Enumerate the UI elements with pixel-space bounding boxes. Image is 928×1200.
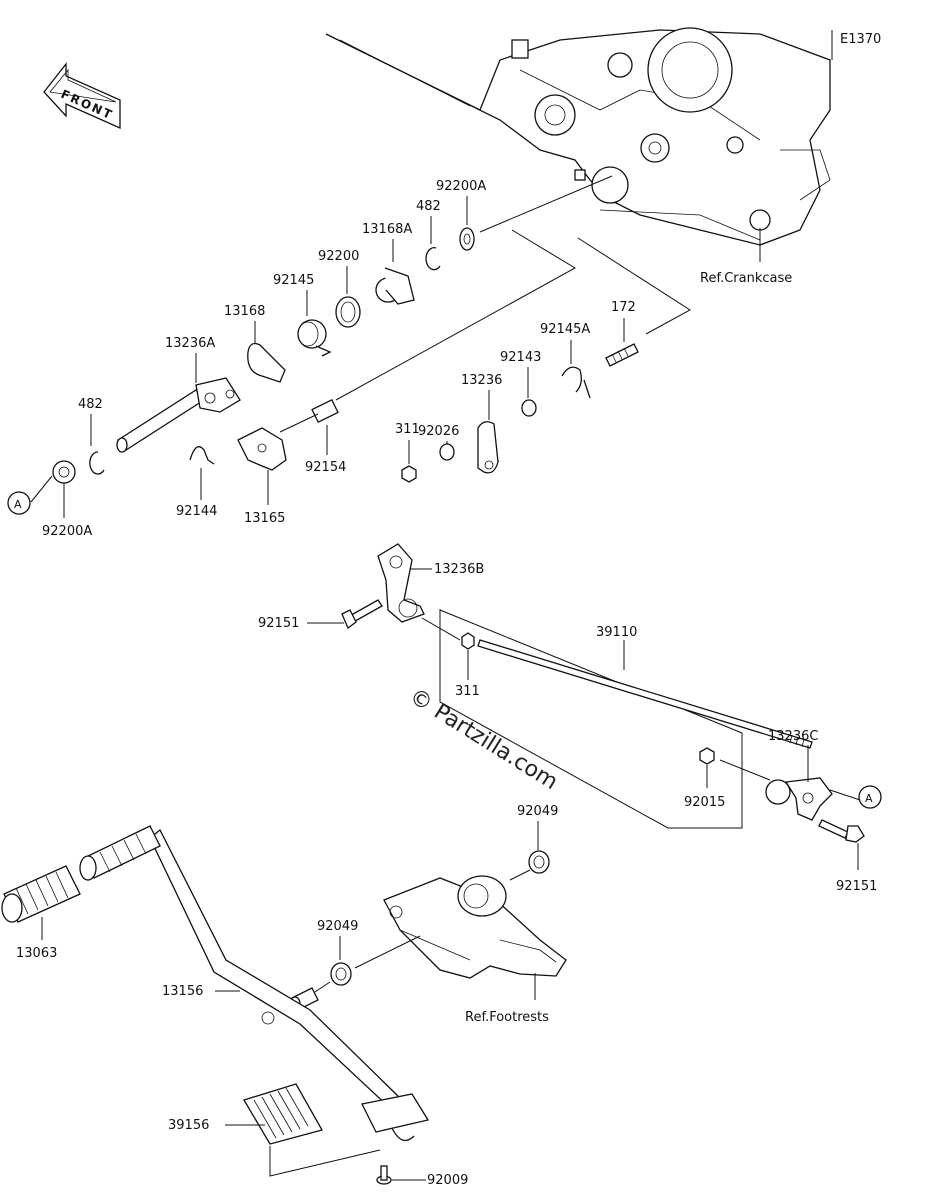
label-13168: 13168	[224, 304, 265, 319]
label-39110: 39110	[596, 625, 637, 640]
ref-footrests-label: Ref.Footrests	[465, 1010, 549, 1025]
diagram-id: E1370	[840, 32, 881, 47]
label-92200: 92200	[318, 249, 359, 264]
label-311-mid: 311	[455, 684, 480, 699]
watermark: © Partzilla.com	[405, 684, 562, 795]
marker-a-right	[858, 785, 882, 809]
part-13168A	[375, 267, 415, 305]
spring-92144	[189, 446, 215, 465]
label-92144: 92144	[176, 504, 217, 519]
label-92026: 92026	[418, 424, 459, 439]
toe-peg-13063	[1, 865, 81, 923]
collar-92143	[521, 399, 537, 417]
spring-92145	[297, 319, 332, 357]
arm-13236C	[765, 777, 833, 821]
label-311-top: 311	[395, 422, 420, 437]
nut-92015	[699, 747, 715, 765]
washer-92049-upper	[528, 850, 550, 874]
shift-shaft-13236A	[116, 377, 241, 453]
pin-92154	[279, 399, 339, 433]
washer-92200	[335, 296, 361, 328]
label-92049-upper: 92049	[517, 804, 558, 819]
marker-a-right-label: A	[865, 792, 873, 805]
label-92015: 92015	[684, 795, 725, 810]
label-13168A: 13168A	[362, 222, 412, 237]
label-482-left: 482	[78, 397, 103, 412]
label-13236A: 13236A	[165, 336, 215, 351]
crankcase-outline	[325, 27, 831, 246]
marker-a-left-label: A	[14, 498, 22, 511]
pedal-pad-39156	[243, 1083, 323, 1145]
ref-crankcase-label: Ref.Crankcase	[700, 271, 792, 286]
nut-311-top	[401, 465, 417, 483]
plate-13165	[237, 427, 287, 471]
label-92049-lower: 92049	[317, 919, 358, 934]
washer-92049-lower	[330, 962, 352, 986]
label-92154: 92154	[305, 460, 346, 475]
label-92143: 92143	[500, 350, 541, 365]
rubber-grip-13063	[79, 825, 161, 881]
label-13236C: 13236C	[768, 729, 818, 744]
label-172: 172	[611, 300, 636, 315]
arm-13236B	[377, 543, 425, 623]
label-13156: 13156	[162, 984, 203, 999]
circlip-482-top	[425, 247, 441, 271]
washer-92200A-left	[52, 460, 76, 484]
label-92200A-top: 92200A	[436, 179, 486, 194]
label-92145A: 92145A	[540, 322, 590, 337]
spring-92145A	[561, 366, 591, 399]
label-13165: 13165	[244, 511, 285, 526]
label-92200A-left: 92200A	[42, 524, 92, 539]
arm-13236	[477, 421, 499, 474]
bolt-92151-left	[341, 599, 383, 630]
shift-lever-13156	[149, 828, 430, 1142]
washer-92200A-top	[459, 227, 475, 251]
front-arrow-icon: FRONT	[43, 62, 121, 130]
part-13168	[247, 342, 286, 383]
label-92009: 92009	[427, 1173, 468, 1188]
label-92151-right: 92151	[836, 879, 877, 894]
washer-92026	[439, 443, 455, 461]
rod-39110	[477, 639, 813, 749]
label-13236: 13236	[461, 373, 502, 388]
label-39156: 39156	[168, 1118, 209, 1133]
label-13063: 13063	[16, 946, 57, 961]
label-482-top: 482	[416, 199, 441, 214]
label-13236B: 13236B	[434, 562, 484, 577]
footrest-bracket	[383, 875, 567, 979]
nut-311-mid	[461, 632, 475, 650]
label-92145: 92145	[273, 273, 314, 288]
marker-a-left	[7, 491, 31, 515]
screw-92009	[376, 1165, 392, 1185]
stud-172	[605, 343, 639, 367]
label-92151-left: 92151	[258, 616, 299, 631]
circlip-482-left	[89, 451, 105, 475]
bolt-92151-right	[818, 819, 865, 843]
